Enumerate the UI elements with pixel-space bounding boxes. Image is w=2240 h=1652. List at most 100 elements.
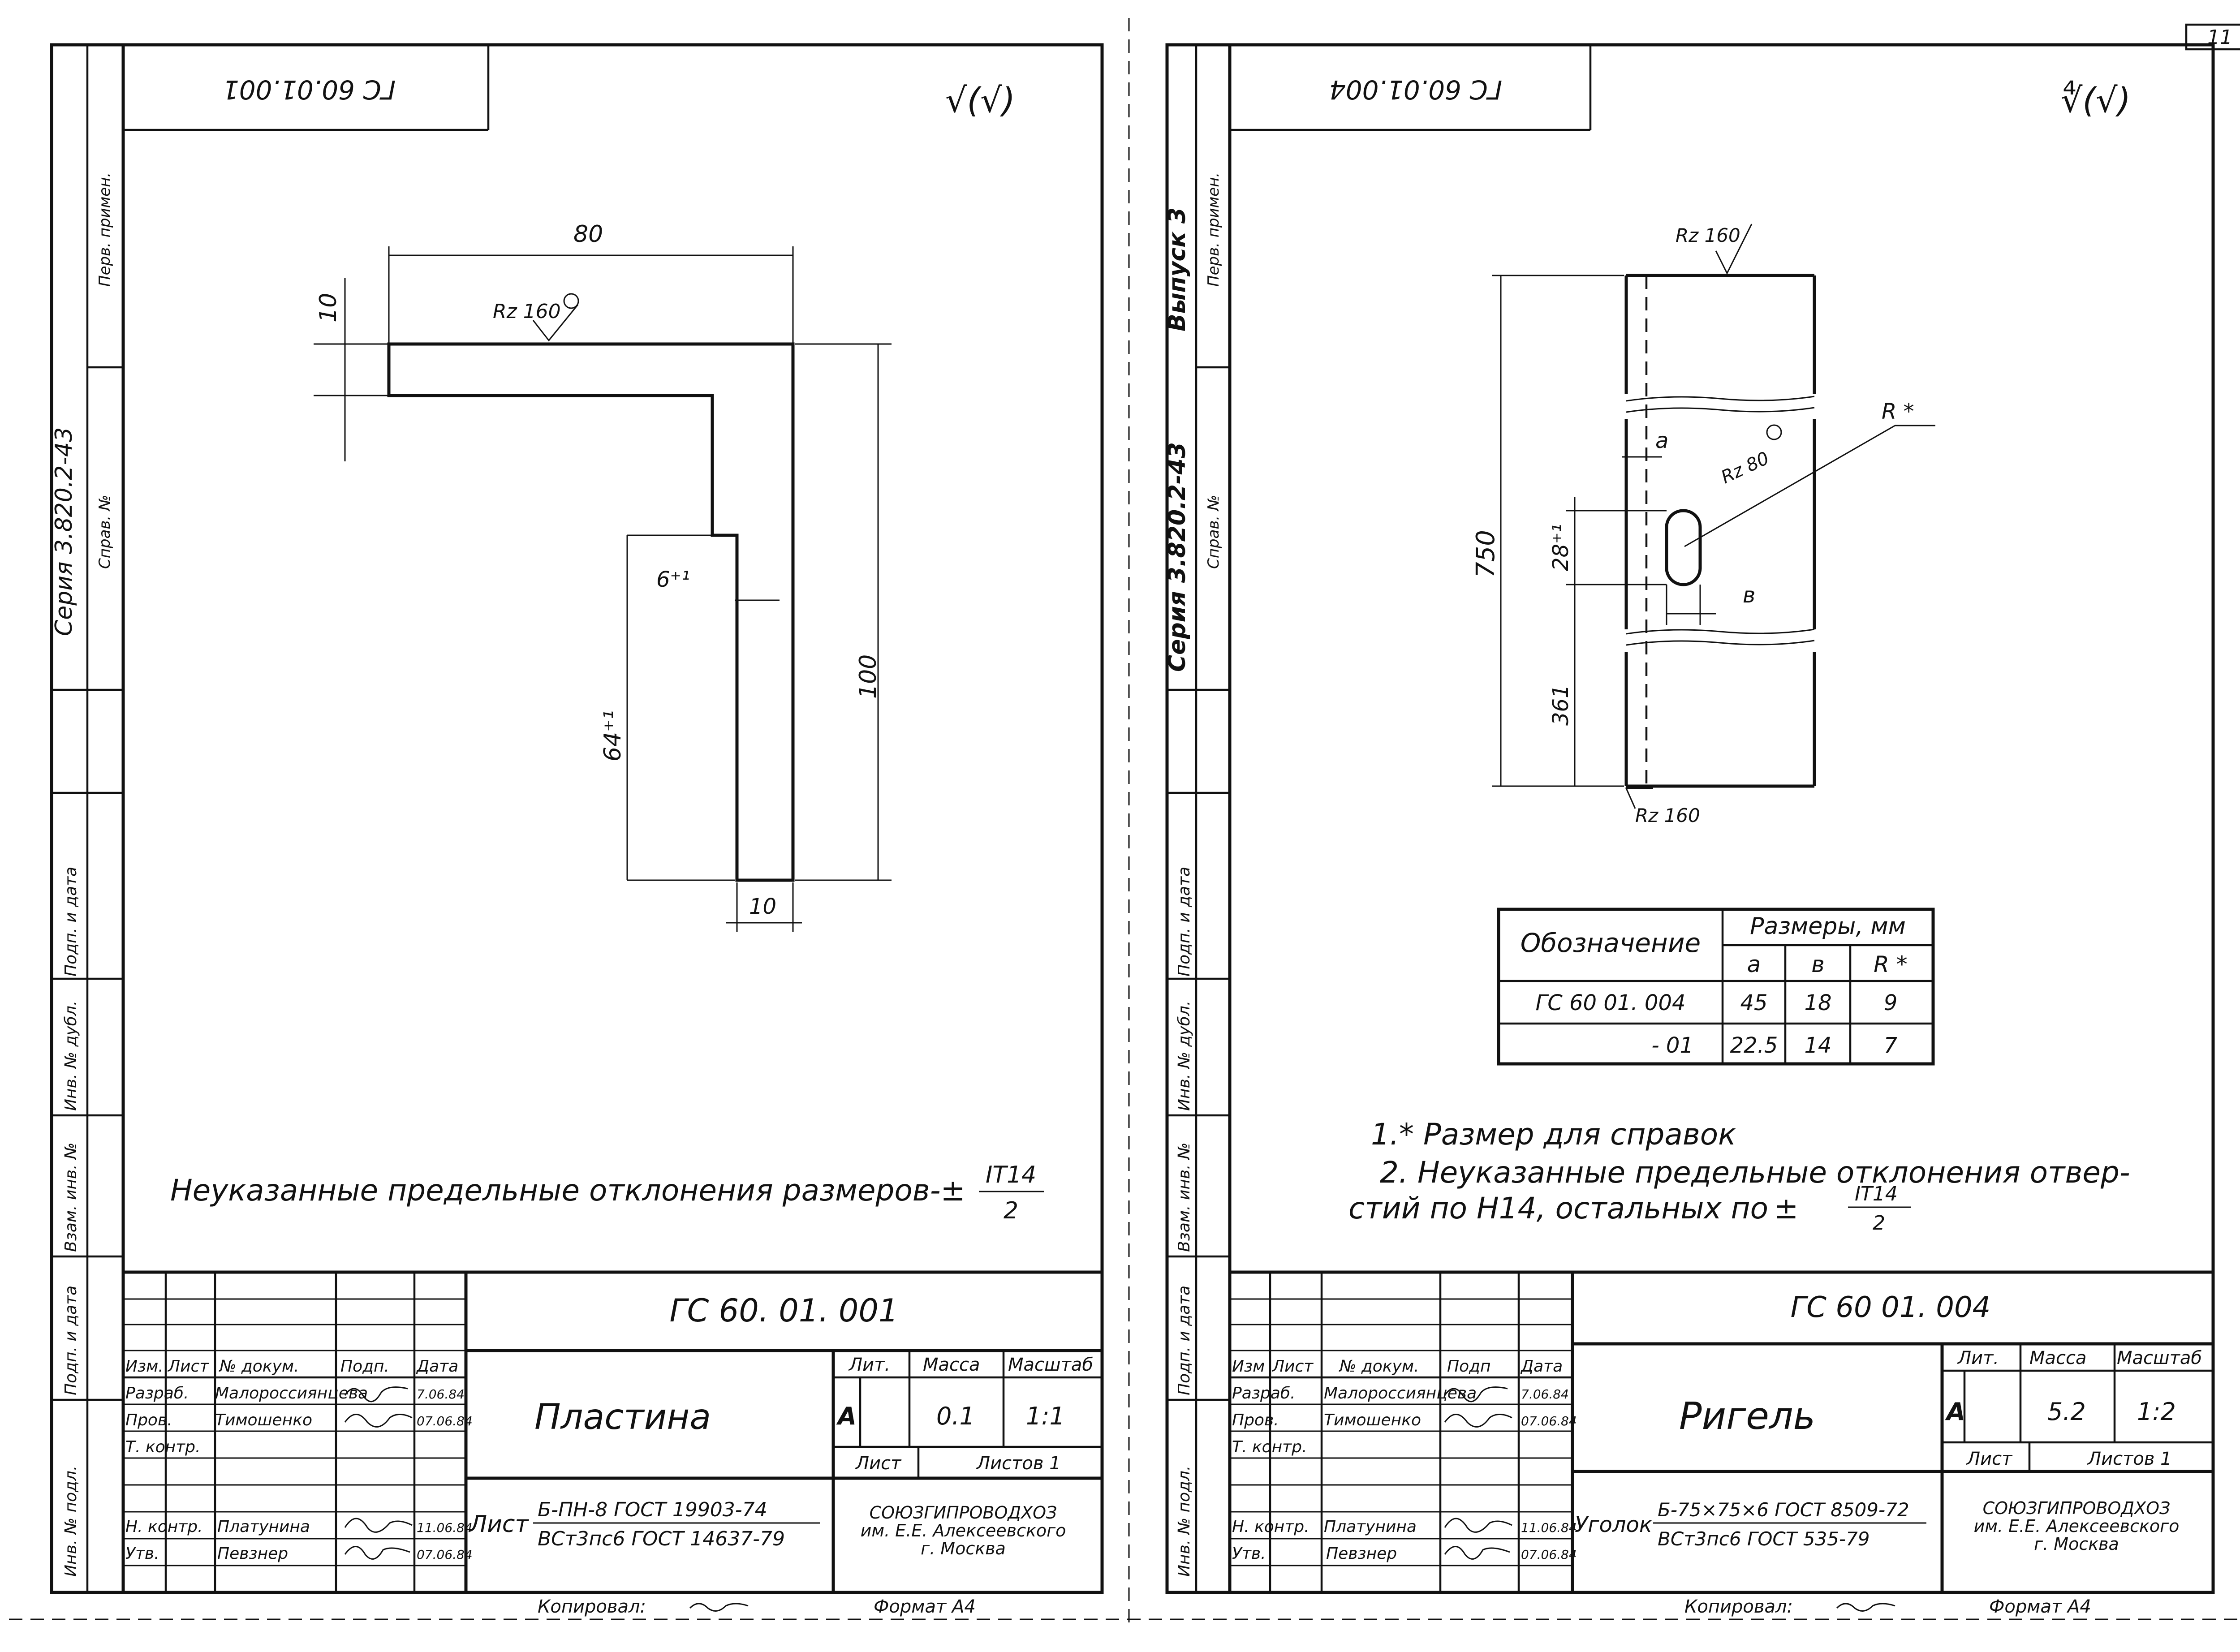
row-check-role: Пров. (125, 1411, 172, 1429)
side-series-label: Серия 3.820.2-43 (51, 427, 78, 636)
row-develop-role: Разраб. (125, 1384, 189, 1402)
material-line1: Б-ПН-8 ГОСТ 19903-74 (538, 1498, 767, 1521)
dim-28: 28⁺¹ (1548, 524, 1573, 571)
row-approve-name-r: Певзнер (1326, 1544, 1397, 1563)
rz-top: Rz 160 (1676, 224, 1740, 246)
left-sheet: Серия 3.820.2-43 Перв. примен. Справ. № … (50, 43, 1104, 1617)
sheets-label-r: Листов 1 (2087, 1449, 2172, 1469)
dim-100: 100 (855, 654, 882, 699)
part-beam: Rz 160 750 a Rz 80 R * 28⁺¹ (1471, 224, 1935, 826)
dim-r-star: R * (1882, 399, 1914, 424)
table-row2-b: 14 (1804, 1033, 1831, 1058)
rz-bottom: Rz 160 (1635, 804, 1700, 826)
copied-label: Копировал: (538, 1596, 646, 1617)
scale-label-r: Масштаб (2117, 1348, 2202, 1368)
table-head-designation: Обозначение (1521, 928, 1701, 958)
title-block: Изм. Лист № докум. Подп. Дата Разраб. Ма… (123, 1270, 1102, 1592)
material-line2-r: ВСт3пс6 ГОСТ 535-79 (1658, 1528, 1870, 1550)
table-col-b: в (1811, 951, 1824, 977)
row-check-date-r: 07.06.84 (1521, 1414, 1577, 1428)
table-row1-a: 45 (1740, 990, 1767, 1015)
col-date-r: Дата (1520, 1357, 1563, 1376)
sheet-label: Лист (855, 1453, 902, 1474)
side-first-use-label: Перв. примен. (96, 172, 114, 287)
mass-label-r: Масса (2029, 1348, 2087, 1368)
format-label: Формат А4 (874, 1596, 976, 1617)
scale-value-r: 1:2 (2137, 1398, 2176, 1426)
row-check-date: 07.06.84 (417, 1414, 473, 1428)
right-sheet: Серия 3.820.2-43 Выпуск 3 Перв. примен. … (1164, 43, 2215, 1617)
table-row2-designation: - 01 (1651, 1033, 1693, 1058)
note-tol-num: IT14 (1855, 1183, 1898, 1205)
format-label-r: Формат А4 (1989, 1596, 2091, 1617)
side-issue-label-r: Выпуск 3 (1164, 207, 1191, 331)
mass-value: 0.1 (936, 1402, 975, 1430)
designation-r: ГС 60 01. 004 (1791, 1291, 1991, 1324)
col-sign: Подп. (340, 1357, 389, 1376)
material-line1-r: Б-75×75×6 ГОСТ 8509-72 (1658, 1499, 1909, 1521)
row-approve-role: Утв. (125, 1544, 159, 1563)
side-reference-label-r: Справ. № (1205, 495, 1223, 569)
doc-code-rotated: ГС 60.01.001 (223, 74, 396, 105)
col-sign-r: Подп (1447, 1357, 1491, 1376)
roughness-sign-r: ∜(√) (2061, 80, 2131, 120)
rz-hole: Rz 80 (1718, 448, 1772, 488)
title-block-r: Изм Лист № докум. Подп Дата Разраб. Мало… (1230, 1270, 2213, 1592)
org-line1: СОЮЗГИПРОВОДХОЗ (870, 1503, 1057, 1523)
dim-10-top: 10 (315, 293, 342, 323)
doc-code-rotated-r: ГС 60.01.004 (1329, 74, 1502, 105)
lit-label-r: Лит. (1957, 1348, 1999, 1368)
org-line2-r: им. Е.Е. Алексеевского (1974, 1516, 2180, 1536)
scale-value: 1:1 (1026, 1402, 1065, 1430)
dim-b: в (1743, 583, 1755, 608)
part-plate: 80 10 Rz 160 6⁺¹ 64⁺¹ 100 (314, 221, 892, 932)
row-approve-date-r: 07.06.84 (1521, 1547, 1577, 1562)
table-row2-r: 7 (1884, 1033, 1898, 1058)
side-dup-label-r: Инв. № дубл. (1175, 1001, 1193, 1111)
table-row1-designation: ГС 60 01. 004 (1535, 990, 1685, 1015)
row-develop-name-r: Малороссиянцева (1324, 1384, 1477, 1402)
row-check-name-r: Тимошенко (1324, 1411, 1421, 1429)
col-doc-r: № докум. (1339, 1357, 1419, 1376)
dim-6: 6⁺¹ (656, 567, 690, 592)
dim-64: 64⁺¹ (599, 710, 626, 761)
side-orig-label-r: Инв. № подл. (1175, 1466, 1193, 1577)
table-row2-a: 22.5 (1730, 1033, 1778, 1058)
table-row1-b: 18 (1804, 990, 1831, 1015)
side-series-label-r: Серия 3.820.2-43 (1164, 442, 1191, 672)
row-tech-role: Т. контр. (125, 1438, 200, 1456)
row-develop-date-r: 7.06.84 (1521, 1387, 1569, 1402)
side-reference-label: Справ. № (96, 495, 114, 569)
side-first-use-label-r: Перв. примен. (1205, 172, 1223, 287)
dim-80: 80 (573, 221, 603, 248)
table-col-a: a (1747, 951, 1761, 977)
lit-value-r: А (1945, 1398, 1965, 1426)
tolerance-num: IT14 (986, 1162, 1036, 1188)
side-sign-date-label-r: Подп. и дата (1175, 867, 1193, 977)
row-norm-date: 11.06.84 (417, 1520, 473, 1535)
dim-750: 750 (1471, 530, 1500, 578)
col-list-r: Лист (1271, 1357, 1314, 1376)
row-check-name: Тимошенко (215, 1411, 312, 1429)
row-norm-date-r: 11.06.84 (1521, 1520, 1577, 1535)
tolerance-note: Неуказанные предельные отклонения размер… (170, 1173, 965, 1208)
part-name: Пластина (534, 1397, 711, 1437)
row-norm-name-r: Платунина (1324, 1518, 1417, 1536)
designation: ГС 60. 01. 001 (670, 1292, 899, 1329)
dim-a: a (1655, 428, 1668, 453)
row-norm-name: Платунина (217, 1518, 310, 1536)
side-sign-date2-label-r: Подп. и дата (1175, 1286, 1193, 1395)
part-name-r: Ригель (1679, 1394, 1815, 1438)
org-line1-r: СОЮЗГИПРОВОДХОЗ (1983, 1498, 2171, 1518)
table-col-r: R * (1874, 951, 1908, 977)
col-izm-r: Изм (1232, 1357, 1265, 1376)
row-norm-role: Н. контр. (125, 1518, 203, 1536)
dim-10-bottom: 10 (749, 894, 776, 919)
note-2-line1: 2. Неуказанные предельные отклонения отв… (1380, 1155, 2130, 1190)
lit-label: Лит. (848, 1355, 890, 1375)
note-tol-den: 2 (1873, 1212, 1885, 1235)
row-develop-date: 7.06.84 (417, 1387, 465, 1402)
row-check-role-r: Пров. (1232, 1411, 1279, 1429)
mass-label: Масса (923, 1355, 980, 1375)
roughness-sign: √(√) (945, 80, 1015, 120)
